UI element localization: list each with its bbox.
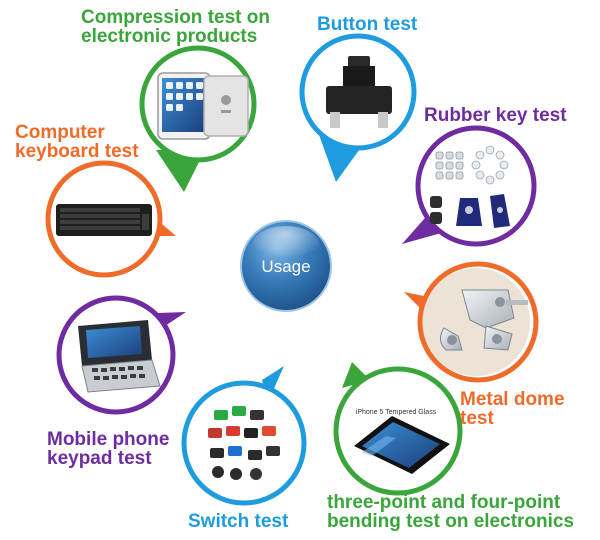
label-line: three-point and four-point: [327, 492, 561, 513]
label-switch: Switch test: [188, 512, 288, 531]
rocker-switches-icon: [208, 406, 280, 480]
tablet-icon: [157, 72, 249, 140]
rubber-keys-icon: [430, 145, 510, 228]
bubble-bending: iPhone 5 Tempered Glass: [333, 362, 463, 496]
label-bending: three-point and four-point bending test …: [327, 493, 574, 531]
label-keyboard: Computer keyboard test: [15, 123, 139, 161]
label-mobile: Mobile phone keypad test: [47, 430, 169, 468]
label-line: keypad test: [47, 448, 152, 469]
bubble-ring: [415, 125, 537, 247]
label-line: Computer: [15, 122, 105, 143]
slider-phone-icon: [78, 320, 161, 393]
bubble-ring: [181, 380, 307, 506]
label-line: Rubber key test: [424, 105, 567, 126]
label-button: Button test: [317, 15, 417, 34]
bubble-metal: [404, 261, 539, 383]
bubble-rubber: [402, 125, 537, 247]
smartphone-icon: iPhone 5 Tempered Glass: [354, 409, 450, 474]
keyboard-icon: [56, 204, 152, 236]
label-line: test: [460, 408, 494, 429]
label-line: Compression test on: [81, 7, 270, 28]
label-line: keyboard test: [15, 141, 139, 162]
hub-label: Usage: [261, 257, 310, 276]
bubble-keyboard: [45, 160, 176, 278]
label-line: Button test: [317, 14, 418, 35]
bubble-switch: [181, 366, 307, 506]
bubble-mobile: [56, 295, 186, 415]
label-line: bending test on electronics: [327, 511, 575, 532]
bubble-button: [299, 33, 417, 182]
bubble-compression: [139, 45, 257, 192]
label-line: electronic products: [81, 26, 258, 47]
metal-dome-icon: [422, 268, 530, 376]
label-rubber: Rubber key test: [424, 106, 567, 125]
label-line: Mobile phone: [47, 429, 170, 450]
label-compression: Compression test on electronic products: [81, 8, 270, 46]
label-line: Metal dome: [460, 389, 565, 410]
label-line: Switch test: [188, 511, 289, 532]
label-metal: Metal dome test: [460, 390, 565, 428]
product-caption: iPhone 5 Tempered Glass: [356, 409, 437, 416]
push-button-icon: [326, 56, 392, 128]
usage-hub: Usage: [240, 220, 332, 312]
